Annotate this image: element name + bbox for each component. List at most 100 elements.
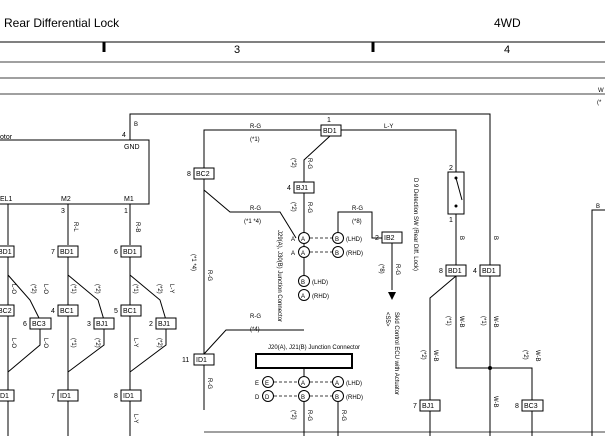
connector-bd1-c-label: BD1	[123, 249, 137, 256]
connector-bd1-right-a-label: BD1	[448, 268, 462, 275]
rg-to-junction	[203, 179, 297, 239]
j2-pin-a-mid	[298, 376, 310, 388]
switch-wire-color: B	[458, 236, 464, 240]
junction1-name: J29(A), J30(B) Junction Connector	[276, 230, 282, 322]
gnd-pin-number: 4	[122, 132, 126, 139]
j2-pin-b-right	[332, 390, 344, 402]
j1-lhd-top: (LHD)	[346, 237, 362, 243]
j1-pin-a-mid-label: A	[301, 251, 305, 257]
junction2-name: J20(A), J21(B) Junction Connector	[268, 345, 360, 351]
connector-id1-a	[0, 389, 15, 402]
j1-pin-a-mid	[298, 246, 310, 258]
star1-tag-h: (*1)	[445, 316, 451, 326]
rg-to-ib2	[337, 211, 382, 239]
lo-color-2: L-O	[42, 284, 48, 294]
rg-color-id1: R-G	[206, 378, 212, 389]
connector-id1-mid-label: ID1	[196, 357, 207, 364]
connector-bc1-a-label: BC1	[60, 308, 74, 315]
j1-pin-b-mid-label: B	[335, 251, 339, 257]
gnd-wire-color: B	[134, 122, 138, 128]
connector-bc1-b	[120, 304, 142, 317]
j2-pin-b-right-label: B	[335, 395, 339, 401]
wb-color-2: W-B	[492, 316, 498, 328]
j2-pin-a-right	[332, 376, 344, 388]
edge-star-fragment: (*	[597, 100, 602, 106]
connector-id1-c	[120, 389, 142, 402]
star2-tag-f: (*2)	[290, 158, 296, 168]
merge-c-2	[129, 329, 167, 373]
drive-type-label: 4WD	[494, 16, 521, 30]
connector-id1-b-label: ID1	[60, 393, 71, 400]
connector-bc2-left	[0, 304, 15, 317]
star8-tag: (*8)	[378, 264, 384, 274]
rg-j2-tail-color-1: R-G	[306, 410, 312, 421]
j2-pin-d-left-label: D	[265, 395, 270, 401]
gnd-wire	[129, 113, 491, 265]
connector-bd1-right-b-pin: 4	[473, 268, 477, 275]
connector-bc1-b-label: BC1	[123, 308, 137, 315]
rg-top-wire	[203, 129, 322, 168]
switch-pin-2: 2	[449, 165, 453, 172]
connector-bd1-b-label: BD1	[60, 249, 74, 256]
connector-bc2-mid-label: BC2	[196, 171, 210, 178]
connector-id1-mid-pin: 11	[182, 357, 189, 364]
connector-bc3-right-label: BC3	[524, 403, 538, 410]
lo-color-3: L-O	[10, 338, 16, 348]
merge-a-2	[7, 329, 41, 373]
m2-wire-color: R-L	[72, 222, 78, 232]
rg-color-h: R-G	[206, 270, 212, 281]
skid-ecu-name: Skid Control ECU with Actuator	[393, 312, 399, 395]
j1-lhd-low: (LHD)	[312, 280, 328, 286]
m1-pin-number: 1	[124, 208, 128, 215]
bd1-right-left-branch	[429, 275, 457, 400]
merge-b-2	[67, 329, 105, 373]
rg-to-bj1	[303, 135, 331, 182]
connector-bd1-top-label: BD1	[323, 128, 337, 135]
connector-bc3-left-pin: 6	[23, 321, 27, 328]
junction2-bar	[255, 353, 353, 369]
j2-lhd: (LHD)	[346, 381, 362, 387]
lo-color-4: L-O	[42, 338, 48, 348]
j1-pin-b-low1-label: B	[301, 280, 305, 286]
j1-pin-b-top-label: B	[335, 237, 339, 243]
branch-c-1	[129, 257, 167, 321]
diagram-title: Rear Differential Lock	[4, 16, 120, 30]
edge-wire-fragment: W	[598, 88, 604, 94]
connector-bc2-left-label: BC2	[0, 308, 12, 315]
connector-bd1-b-pin: 7	[51, 249, 55, 256]
rg-ib2-down-color: R-G	[394, 264, 400, 275]
connector-bj1-mid-label: BJ1	[158, 321, 170, 328]
j1-pin-b-mid	[332, 246, 344, 258]
switch-name: D 9 Detection SW (Rear Diff. Lock)	[412, 178, 418, 271]
connector-bc2-mid-pin: 8	[187, 171, 191, 178]
j2-pin-d-left	[262, 390, 274, 402]
star2-tag-c: (*2)	[156, 284, 162, 294]
connector-bc3-right-pin: 8	[515, 403, 519, 410]
connector-ib2-label: IB2	[384, 235, 395, 242]
rg-ib2-star: (*8)	[352, 219, 362, 225]
switch-pin-1: 1	[449, 217, 453, 224]
connector-bj1-upper-label: BJ1	[296, 185, 308, 192]
connector-bj1-left-pin: 3	[87, 321, 91, 328]
star2-tag-k: (*2)	[522, 350, 528, 360]
connector-id1-a-label: ID1	[0, 393, 9, 400]
j2-pin-a-right-label: A	[335, 381, 339, 387]
j1-pin-b-low1	[298, 275, 310, 287]
j1-side-a-top: A	[291, 237, 295, 243]
m2-pin-number: 3	[61, 208, 65, 215]
column-3-label: 3	[234, 44, 240, 56]
star2-tag-a: (*2)	[30, 284, 36, 294]
gnd-down-color: B	[492, 236, 498, 240]
actuator-box	[0, 139, 150, 205]
rg-junction-star: (*1 *4)	[244, 219, 261, 225]
rg-to-junction2	[203, 329, 296, 355]
rg-top-color: R-G	[250, 124, 261, 130]
star2-tag-d: (*2)	[94, 338, 100, 348]
rg-j2-color: R-G	[250, 314, 261, 320]
ly-to-switch	[341, 129, 457, 172]
j2-pin-e-left-label: E	[265, 381, 269, 387]
rg-j2-star: (*4)	[250, 327, 260, 333]
connector-bd1-c-pin: 6	[114, 249, 118, 256]
wb-color-1: W-B	[458, 316, 464, 328]
el1-label: EL1	[0, 196, 13, 203]
